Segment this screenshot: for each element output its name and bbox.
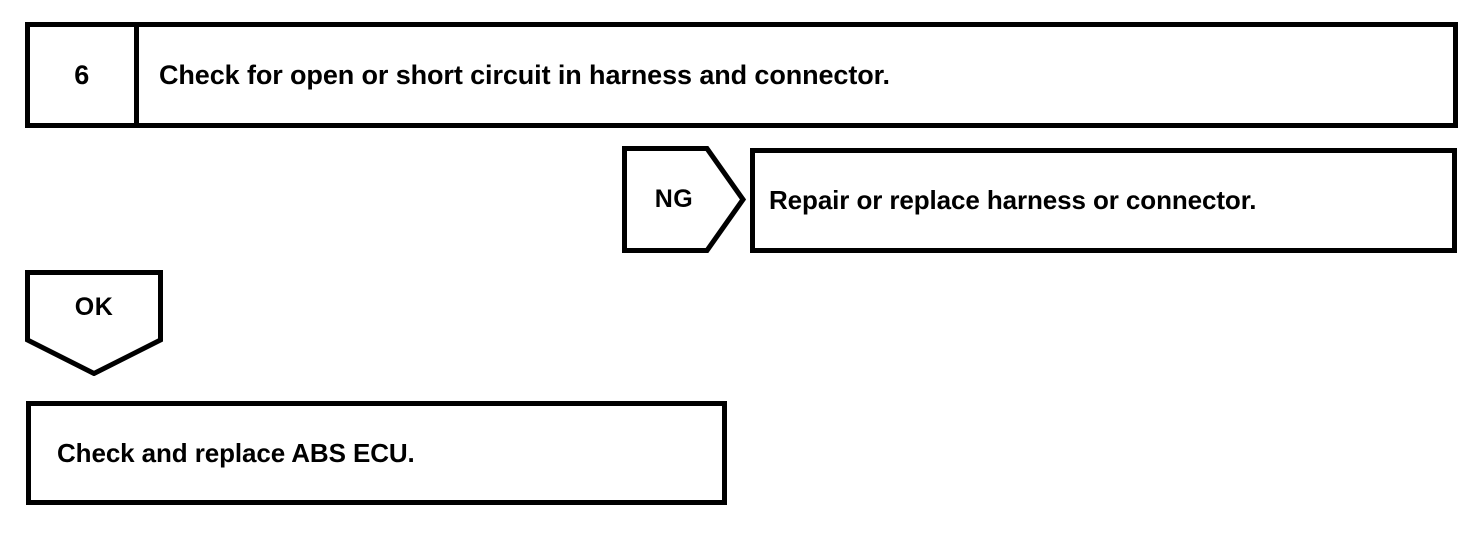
ok-arrow-marker: OK [25, 270, 163, 376]
step-number-cell: 6 [30, 27, 139, 123]
step-number: 6 [74, 59, 90, 90]
ok-label: OK [74, 292, 114, 321]
ng-result-box: Repair or replace harness or connector. [750, 148, 1457, 253]
ng-arrow-marker: NG [622, 146, 746, 253]
ok-arrow-icon [25, 270, 163, 376]
step-instruction-cell: Check for open or short circuit in harne… [139, 27, 1453, 123]
ng-arrow-icon [622, 146, 746, 253]
ng-result-text: Repair or replace harness or connector. [769, 185, 1257, 215]
step-instruction-text: Check for open or short circuit in harne… [159, 59, 890, 90]
step-box: 6 Check for open or short circuit in har… [25, 22, 1458, 128]
ng-label: NG [654, 185, 694, 213]
ok-result-box: Check and replace ABS ECU. [26, 401, 727, 505]
ok-result-text: Check and replace ABS ECU. [57, 437, 415, 468]
